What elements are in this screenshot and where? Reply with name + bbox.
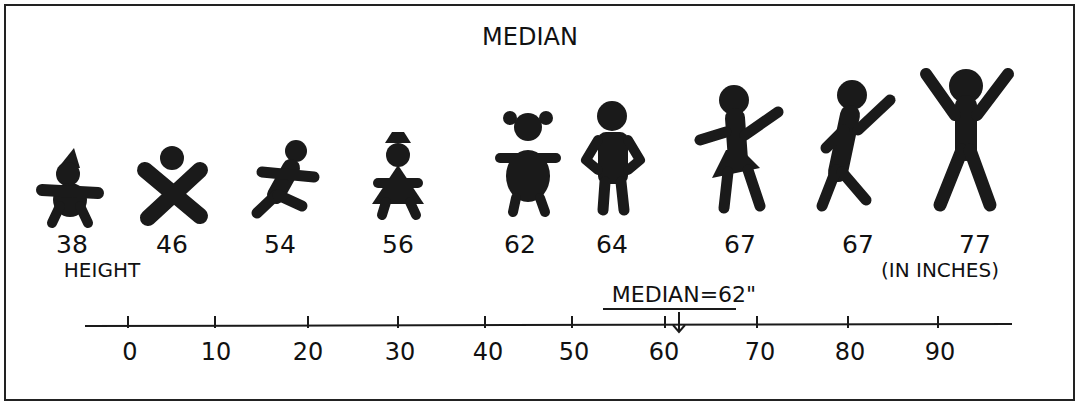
axis-line: [85, 324, 1012, 326]
tick: [214, 316, 216, 328]
figure: [257, 140, 314, 213]
height-value: 67: [842, 232, 874, 257]
tick-label: 50: [559, 340, 590, 364]
tick: [571, 316, 573, 328]
frame: [5, 5, 1074, 400]
tick: [127, 316, 129, 328]
figure: [145, 146, 200, 218]
tick-label: 10: [201, 340, 232, 364]
height-value: 77: [959, 232, 991, 257]
figure: [42, 148, 98, 223]
figure: [926, 69, 1008, 205]
figure: [500, 111, 556, 212]
tick: [664, 316, 666, 328]
tick: [307, 316, 309, 328]
tick-label: 20: [293, 340, 324, 364]
height-value: 56: [382, 232, 414, 257]
figure: [586, 101, 640, 210]
height-value: 38: [56, 232, 88, 257]
underline: [603, 308, 736, 310]
tick-label: 40: [473, 340, 504, 364]
height-value: 62: [504, 232, 536, 257]
tick: [847, 316, 849, 328]
tick: [484, 316, 486, 328]
median-arrowhead: [673, 325, 685, 332]
median-label: MEDIAN=62": [612, 284, 756, 306]
tick: [397, 316, 399, 328]
tick-label: 90: [925, 340, 956, 364]
figure: [822, 80, 890, 206]
height-value: 67: [724, 232, 756, 257]
tick-label: 80: [835, 340, 866, 364]
axis-caption: HEIGHT: [64, 260, 140, 280]
tick-label: 60: [649, 340, 680, 364]
tick: [937, 316, 939, 328]
tick-label: 70: [745, 340, 776, 364]
title: MEDIAN: [482, 25, 578, 49]
height-value: 46: [156, 232, 188, 257]
median-arrow: [678, 312, 680, 331]
figures: [42, 69, 1008, 223]
height-value: 64: [596, 232, 628, 257]
number-line: [85, 309, 1012, 332]
tick-label: 30: [385, 340, 416, 364]
unit-note: (IN INCHES): [881, 260, 999, 280]
tick: [756, 316, 758, 328]
figure: [372, 132, 424, 215]
height-value: 54: [264, 232, 296, 257]
tick-label: 0: [122, 340, 137, 364]
figure: [700, 85, 778, 208]
